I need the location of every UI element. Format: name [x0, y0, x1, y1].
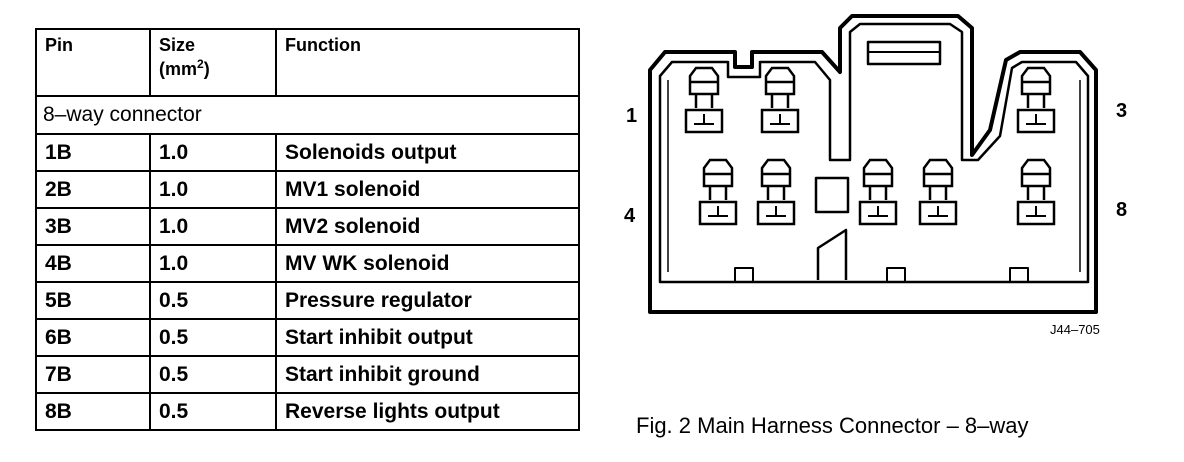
row-function: Pressure regulator: [275, 281, 580, 320]
row-size: 1.0: [149, 207, 277, 246]
table-row: 5B 0.5 Pressure regulator: [35, 281, 580, 320]
terminal-7: [918, 158, 958, 226]
row-size: 1.0: [149, 133, 277, 172]
figure-caption: Fig. 2 Main Harness Connector – 8–way: [636, 413, 1029, 438]
group-label: 8–way connector: [35, 95, 580, 135]
row-pin: 3B: [35, 207, 151, 246]
terminal-5: [756, 158, 796, 226]
row-size: 0.5: [149, 281, 277, 320]
bottom-notch-left: [734, 267, 754, 283]
pin-label-3: 3: [1116, 100, 1127, 122]
row-function: MV2 solenoid: [275, 207, 580, 246]
row-pin: 8B: [35, 392, 151, 431]
bottom-notch-mid: [886, 267, 906, 283]
row-function: Reverse lights output: [275, 392, 580, 431]
connector-housing: [648, 14, 1098, 314]
table-row: 8B 0.5 Reverse lights output: [35, 392, 580, 431]
table-row: 6B 0.5 Start inhibit output: [35, 318, 580, 357]
bottom-notch-right: [1009, 267, 1029, 283]
row-pin: 5B: [35, 281, 151, 320]
row-function: MV1 solenoid: [275, 170, 580, 209]
terminal-3: [1016, 66, 1056, 134]
row-function: Start inhibit ground: [275, 355, 580, 394]
table-row: 4B 1.0 MV WK solenoid: [35, 244, 580, 283]
pin-label-8: 8: [1116, 199, 1127, 221]
table-row: 7B 0.5 Start inhibit ground: [35, 355, 580, 394]
table-row: 1B 1.0 Solenoids output: [35, 133, 580, 172]
header-size: Size (mm2): [149, 28, 277, 97]
row-size: 1.0: [149, 244, 277, 283]
header-pin: Pin: [35, 28, 151, 97]
header-size-unit: (mm: [159, 59, 198, 79]
row-size: 0.5: [149, 355, 277, 394]
figure-code: J44–705: [1050, 322, 1100, 337]
pin-label-1: 1: [626, 105, 637, 127]
header-size-close: ): [203, 59, 210, 79]
row-pin: 6B: [35, 318, 151, 357]
pin-function-table: Pin Size (mm2) Function 8–way connector …: [35, 28, 580, 431]
row-function: MV WK solenoid: [275, 244, 580, 283]
table-row: 2B 1.0 MV1 solenoid: [35, 170, 580, 209]
header-size-label: Size: [159, 35, 196, 55]
pin-label-4: 4: [624, 205, 636, 227]
header-size-exponent: 2: [197, 57, 204, 71]
row-size: 0.5: [149, 392, 277, 431]
row-pin: 2B: [35, 170, 151, 209]
row-size: 1.0: [149, 170, 277, 209]
row-pin: 7B: [35, 355, 151, 394]
terminal-6: [858, 158, 898, 226]
terminal-4: [698, 158, 738, 226]
connector-diagram: 1 3 4 8 J44–705: [624, 14, 1127, 337]
center-key: [814, 176, 850, 214]
row-pin: 4B: [35, 244, 151, 283]
row-pin: 1B: [35, 133, 151, 172]
table-header-row: Pin Size (mm2) Function: [35, 28, 580, 97]
center-rib: [816, 228, 848, 280]
header-function: Function: [275, 28, 580, 97]
terminal-1: [684, 66, 724, 134]
terminals-group: [684, 66, 1056, 226]
table-row: 3B 1.0 MV2 solenoid: [35, 207, 580, 246]
connector-inner-wall: [658, 22, 1090, 284]
group-row: 8–way connector: [35, 95, 580, 135]
terminal-2: [760, 66, 800, 134]
row-size: 0.5: [149, 318, 277, 357]
row-function: Solenoids output: [275, 133, 580, 172]
terminal-8: [1016, 158, 1056, 226]
row-function: Start inhibit output: [275, 318, 580, 357]
